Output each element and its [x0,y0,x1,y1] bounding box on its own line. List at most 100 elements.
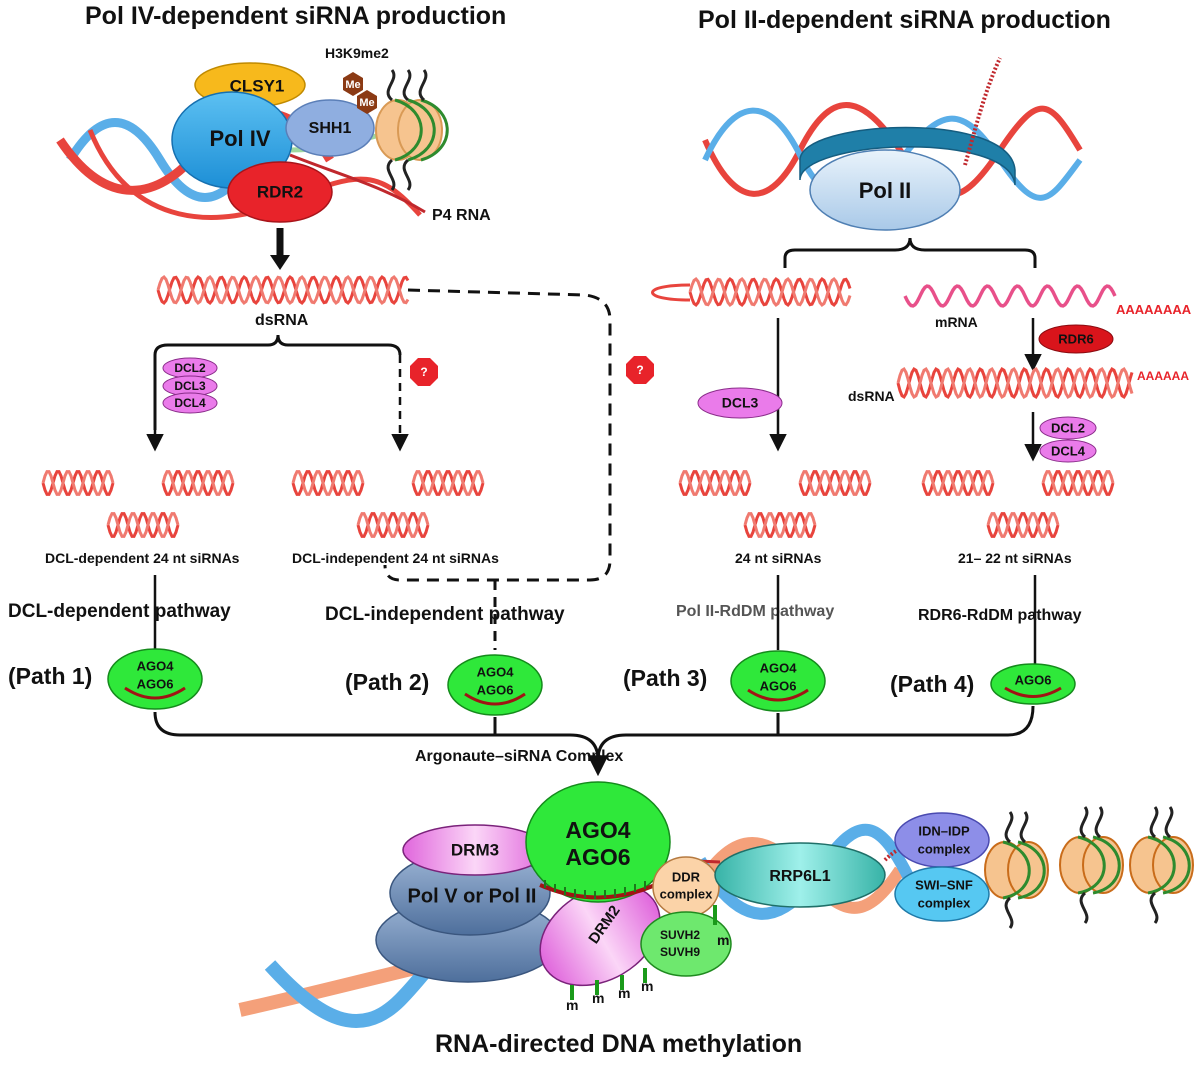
path-label-4: (Path 4) [890,671,974,697]
pol2-label: Pol II [859,178,912,203]
methyl-m-4: m [641,978,653,994]
dsrna-left [156,274,410,306]
pathway-name-2: DCL-independent pathway [325,604,565,625]
ago-complex-path2 [447,654,543,716]
dsrna-right-label: dsRNA [848,388,895,404]
rdr2-protein [227,161,333,223]
argonaute-complex-label: Argonaute–siRNA Complex [415,748,623,765]
brace-left [153,334,402,430]
polya-tail-dsrna: AAAAAA [1137,369,1189,383]
dsrna-left-label: dsRNA [255,312,309,329]
ago-complex-path3 [730,650,826,712]
sirna-arc-path2 [464,692,526,706]
dcl4-label-right: DCL4 [1051,443,1086,458]
me-mark-2 [357,90,377,114]
ddr-label-1: DDR [672,869,701,884]
path-label-1: (Path 1) [8,663,92,689]
mrna-label: mRNA [935,314,978,330]
rdr6-label: RDR6 [1058,331,1093,346]
idn-idp-complex [894,812,990,868]
pol2-nascent-rna [963,57,1002,166]
me-label-1: Me [345,79,360,91]
dcl2-protein-right [1039,416,1097,440]
arrow-to-dsrna-head [270,255,290,270]
swi-label-1: SWI–SNF [915,877,973,892]
suvh-complex [640,911,732,977]
dsrna-right [896,367,1134,399]
pol2-protein [809,149,961,231]
methyl-m-1: m [566,997,578,1013]
pathway-name-3: Pol II-RdDM pathway [676,603,834,620]
ddr-label-2: complex [660,886,714,901]
unknown-badge-2 [626,356,654,384]
pol2-clamp [799,126,1016,186]
rrp6l1-label: RRP6L1 [769,868,830,885]
title-pol2: Pol II-dependent siRNA production [698,6,1111,34]
dcl4-protein-right [1039,439,1097,463]
sirna-arc-path1 [124,686,186,700]
drm3-label: DRM3 [451,840,499,859]
ago-complex-main [525,781,671,903]
mrna-strand [903,284,1117,308]
me-label-2: Me [359,97,374,109]
title-pol4: Pol IV-dependent siRNA production [85,2,506,30]
methyl-marks [570,968,647,1000]
shh1-label: SHH1 [309,120,352,137]
unknown-label-1: ? [420,365,427,379]
swi-snf-complex [894,866,990,922]
polya-tail-mrna: AAAAAAAA [1116,302,1192,317]
dcl3-label-left: DCL3 [174,379,206,393]
base-pair-ticks [544,880,646,899]
ago-complex-path1 [107,648,203,710]
ago4-label-path3: AGO4 [760,660,798,675]
sirna-arc-main [539,883,656,900]
title-rddm: RNA-directed DNA methylation [435,1030,802,1058]
p4-rna-label: P4 RNA [432,207,491,224]
rdr6-protein [1038,324,1114,354]
ago6-label-main: AGO6 [565,844,630,870]
dcl3-label-right: DCL3 [722,395,759,411]
merge-line-left [153,711,600,761]
rddm-nucleosomes [984,806,1194,929]
pathway-name-1: DCL-dependent pathway [8,601,231,622]
sirna-label-path4: 21– 22 nt siRNAs [958,550,1072,566]
shh1-protein [285,99,375,157]
merge-line-right [596,705,1035,761]
path-label-2: (Path 2) [345,669,429,695]
dcl4-label-left: DCL4 [174,396,206,410]
ago4-label-path1: AGO4 [137,658,175,673]
dcl3-protein-right [697,387,783,419]
dcl2-label-right: DCL2 [1051,420,1085,435]
clsy1-label: CLSY1 [230,76,285,95]
suvh9-label: SUVH9 [660,945,700,959]
methyl-m-suvh: m [717,932,729,948]
dsrna-hairpin [688,276,852,308]
sirna-label-path3: 24 nt siRNAs [735,550,822,566]
unknown-label-2: ? [636,363,643,377]
sirna-arc-path4 [1004,686,1062,698]
pol4-nucleosome [375,69,449,191]
ago6-label-path2: AGO6 [477,682,514,697]
ago-complex-path4 [990,663,1076,705]
sirna-arc-path3 [747,688,809,702]
brace-right [783,237,1037,268]
hairpin-loop [651,283,691,302]
methyl-m-3: m [618,985,630,1001]
ago6-label-path3: AGO6 [760,678,797,693]
methyl-m-2: m [592,990,604,1006]
ago4-label-main: AGO4 [565,817,630,843]
h3k9me2-label: H3K9me2 [325,45,389,61]
rrp6l1-protein [714,842,886,908]
dcl4-protein-left [162,392,218,414]
idn-label-1: IDN–IDP [918,823,970,838]
path-label-3: (Path 3) [623,665,707,691]
dcl2-label-left: DCL2 [174,361,206,375]
suvh2-label: SUVH2 [660,928,700,942]
unknown-badge-1 [410,358,438,386]
rdr2-label: RDR2 [257,182,303,201]
sirna-label-path1: DCL-dependent 24 nt siRNAs [45,550,240,566]
ago6-label-path1: AGO6 [137,676,174,691]
ago4-label-path2: AGO4 [477,664,515,679]
pol4-label: Pol IV [209,126,270,151]
